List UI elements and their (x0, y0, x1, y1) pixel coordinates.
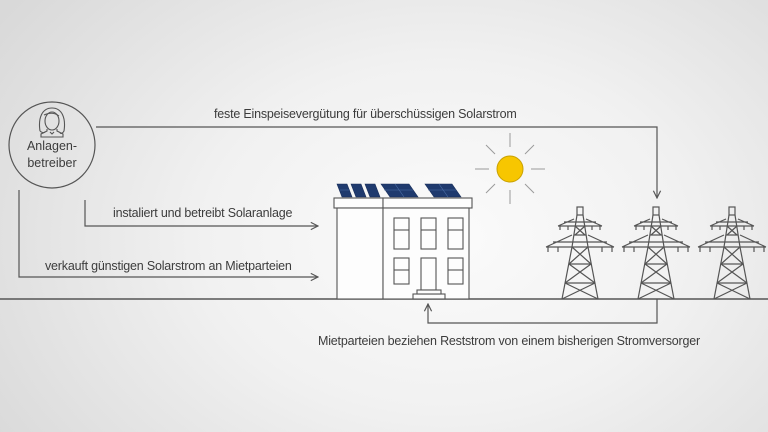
persona-avatar (8, 101, 96, 189)
sell-arrow (18, 190, 318, 277)
install-arrow (84, 200, 318, 226)
solar-panels (336, 183, 462, 198)
persona-label-line2: betreiber (27, 156, 77, 170)
power-pylon-2 (621, 206, 691, 300)
residual-arrow (428, 299, 658, 324)
persona-label: Anlagen- betreiber (8, 138, 96, 172)
power-pylon-3 (697, 206, 767, 300)
install-label: instaliert und betreibt Solaranlage (113, 206, 293, 220)
apartment-building (333, 183, 473, 300)
residual-label: Mietparteien beziehen Reststrom von eine… (318, 334, 700, 348)
power-pylon-1 (545, 206, 615, 300)
woman-avatar-icon (38, 107, 66, 138)
sun-icon (475, 133, 545, 204)
persona-label-line1: Anlagen- (26, 139, 78, 153)
feed-in-label: feste Einspeisevergütung für überschüssi… (214, 107, 517, 121)
feed-in-arrow (96, 126, 657, 198)
sell-label: verkauft günstigen Solarstrom an Mietpar… (45, 259, 292, 273)
